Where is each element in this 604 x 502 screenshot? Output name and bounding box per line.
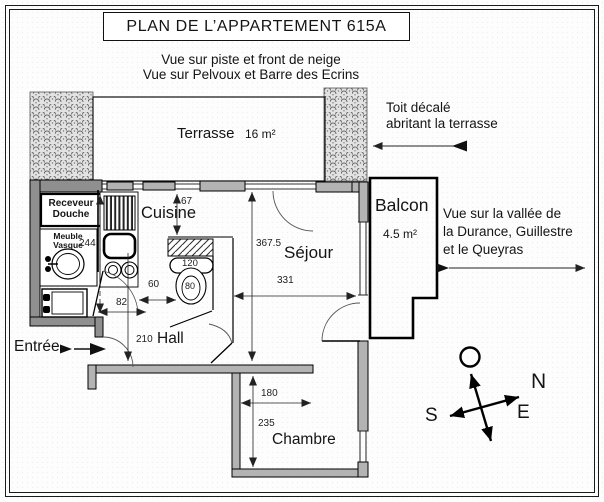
dim-235: 235	[258, 418, 275, 429]
vanity-label-1: Meuble	[53, 231, 83, 241]
compass-south: S	[425, 405, 438, 426]
dim-60: 60	[148, 279, 160, 290]
valley-view-arrow	[437, 263, 585, 273]
walls	[29, 179, 369, 478]
room-label-hall: Hall	[157, 330, 184, 347]
roof-note-2: abritant la terrasse	[386, 116, 498, 131]
compass-east: E	[517, 402, 530, 423]
plan-title: PLAN DE L’APPARTEMENT 615A	[126, 17, 387, 35]
dim-367-5: 367.5	[256, 238, 282, 249]
room-label-sejour: Séjour	[284, 243, 334, 262]
shower-label-2: Douche	[52, 209, 90, 220]
view-note-right-1: Vue sur la vallée de	[443, 206, 562, 221]
terrasse-area: 16 m²	[245, 127, 276, 141]
room-label-chambre: Chambre	[272, 431, 336, 448]
entrance-label: Entrée	[14, 338, 60, 355]
entrance-arrow	[60, 343, 106, 355]
roof-note-1: Toit décalé	[386, 100, 451, 115]
view-note-top-2: Vue sur Pelvoux et Barre des Ecrins	[142, 67, 360, 82]
dim-120: 120	[182, 258, 198, 269]
view-note-right-2: la Durance, Guillestre	[443, 224, 573, 239]
roof-hatch-right	[323, 87, 368, 182]
room-label-cuisine: Cuisine	[141, 204, 197, 222]
compass-west-circle	[459, 346, 481, 368]
dim-180: 180	[261, 388, 278, 399]
windows	[358, 221, 368, 462]
shower-label-1: Receveur	[48, 198, 94, 209]
room-label-balcon: Balcon	[375, 195, 429, 215]
kitchen-counter	[99, 191, 139, 288]
dim-244: 244	[79, 238, 96, 249]
dim-210: 210	[136, 334, 153, 345]
balcony-outline	[368, 176, 439, 340]
compass-rose	[449, 346, 520, 442]
compass-north: N	[531, 370, 547, 393]
view-note-right-3: et le Queyras	[443, 242, 524, 257]
dim-80: 80	[185, 281, 196, 291]
dim-67: 67	[181, 196, 193, 207]
dim-82: 82	[116, 297, 128, 308]
vanity-label-2: Vasque	[53, 240, 83, 250]
roof-note-arrow	[373, 140, 467, 152]
washer-fixture	[41, 288, 88, 318]
wc-area	[167, 236, 234, 343]
vanity-unit	[39, 228, 98, 287]
room-label-terrasse: Terrasse	[177, 125, 235, 142]
roof-hatch-left	[29, 91, 94, 182]
dimension-lines	[96, 192, 356, 467]
dim-331: 331	[277, 275, 294, 286]
shower-tray	[39, 192, 103, 228]
view-note-top-1: Vue sur piste et front de neige	[161, 52, 341, 67]
plan-title-box: PLAN DE L’APPARTEMENT 615A	[103, 12, 410, 41]
balcon-area: 4.5 m²	[383, 227, 418, 241]
